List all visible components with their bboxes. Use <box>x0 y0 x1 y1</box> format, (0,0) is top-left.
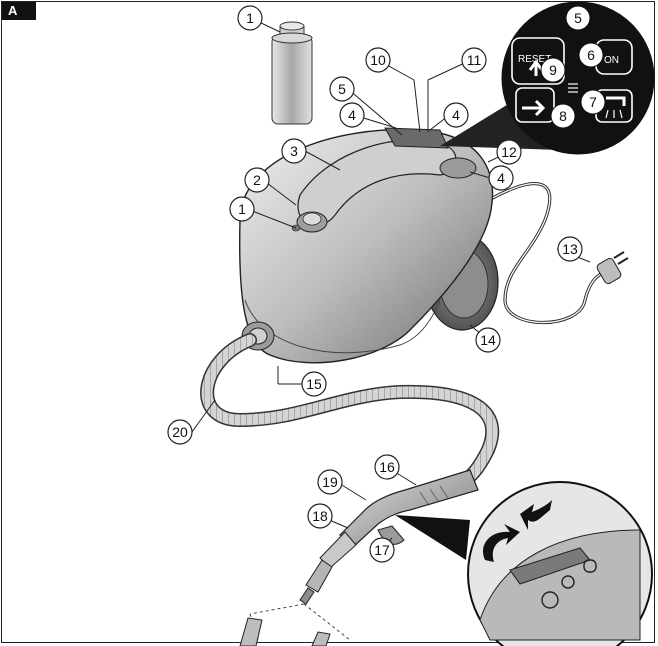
callout-12-number: 12 <box>501 144 517 160</box>
callout-4-lower-circle <box>488 165 514 191</box>
callout-19-number: 19 <box>322 474 338 490</box>
callout-8-number: 8 <box>559 108 567 124</box>
steam-hose <box>200 333 500 489</box>
callout-3-number: 3 <box>290 143 298 159</box>
panel-callouts <box>540 5 606 129</box>
callout-5-panel-number: 5 <box>574 10 582 26</box>
callout-19-circle <box>317 469 343 495</box>
callout-10-circle <box>365 47 391 73</box>
callout-13-number: 13 <box>562 241 578 257</box>
callout-5-body-number: 5 <box>338 81 346 97</box>
on-label: ON <box>604 55 619 66</box>
callout-7-circle <box>580 89 606 115</box>
callout-17-number: 17 <box>374 542 390 558</box>
callout-15-circle <box>301 371 327 397</box>
callout-7-number: 7 <box>589 94 597 110</box>
callout-11-number: 11 <box>467 52 482 68</box>
callout-numbers: 1 2 1 3 4 5 10 11 4 12 4 13 14 15 20 16 … <box>172 10 597 558</box>
power-cord <box>479 182 606 325</box>
steam-cleaner-body <box>239 127 499 364</box>
callout-10-number: 10 <box>370 52 386 68</box>
callouts <box>167 5 583 563</box>
callout-6-circle <box>578 42 604 68</box>
callout-14-circle <box>475 327 501 353</box>
callout-15-number: 15 <box>306 376 322 392</box>
callout-17-circle <box>369 537 395 563</box>
callout-18-number: 18 <box>312 508 328 524</box>
callout-4-right-number: 4 <box>452 107 460 123</box>
callout-4-left-number: 4 <box>348 107 356 123</box>
reset-label: RESET <box>518 54 551 65</box>
steam-gun <box>299 469 479 605</box>
callout-3-circle <box>281 138 307 164</box>
callout-16-number: 16 <box>379 459 395 475</box>
callout-4-right-circle <box>443 102 469 128</box>
callout-1-top-number: 1 <box>246 10 254 26</box>
callout-9-circle <box>540 57 566 83</box>
callout-8-circle <box>550 103 576 129</box>
callout-1-top-circle <box>237 5 263 31</box>
callout-20-number: 20 <box>172 424 188 440</box>
callout-1-body-circle <box>229 196 255 222</box>
figure-tag: A <box>2 2 36 20</box>
callout-13-circle <box>557 236 583 262</box>
leader-lines <box>191 21 591 551</box>
power-plug-icon <box>596 251 629 285</box>
callout-4-lower-number: 4 <box>497 170 505 186</box>
callout-16-circle <box>374 454 400 480</box>
callout-9-number: 9 <box>549 62 557 78</box>
callout-2-number: 2 <box>253 172 261 188</box>
callout-14-number: 14 <box>480 332 496 348</box>
callout-6-number: 6 <box>587 47 595 63</box>
callout-5-body-circle <box>329 76 355 102</box>
descaling-cartridge <box>271 21 313 125</box>
callout-1-body-number: 1 <box>238 201 246 217</box>
control-panel-zoom <box>440 1 655 155</box>
callout-5-panel-circle <box>565 5 591 31</box>
callout-2-circle <box>244 167 270 193</box>
steam-lock-zoom <box>395 481 653 646</box>
callout-20-circle <box>167 419 193 445</box>
callout-11-circle <box>461 47 487 73</box>
attachment-guide-lines <box>239 603 351 646</box>
callout-12-circle <box>496 139 522 165</box>
callout-4-left-circle <box>339 102 365 128</box>
callout-18-circle <box>307 503 333 529</box>
